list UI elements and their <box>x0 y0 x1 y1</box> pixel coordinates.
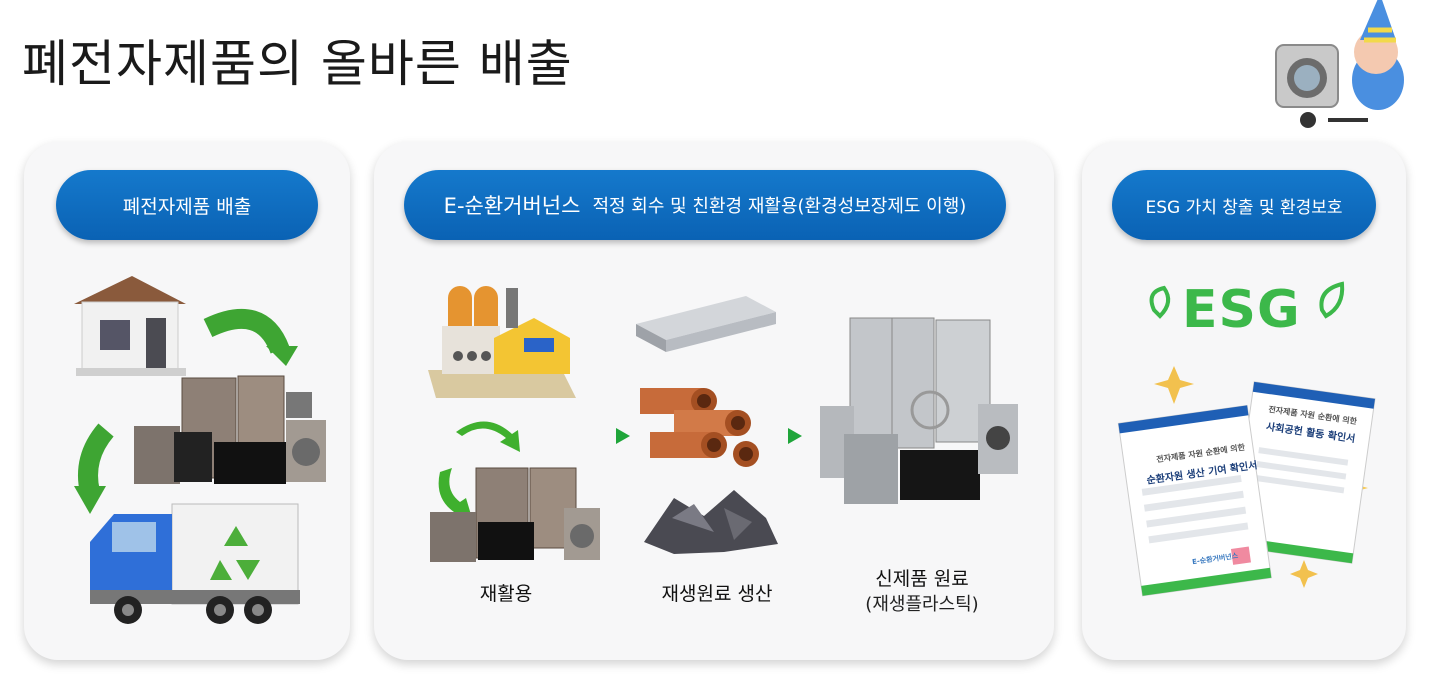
disposal-pill: 폐전자제품 배출 <box>56 170 318 240</box>
circulation-pill: E-순환거버넌스 적정 회수 및 친환경 재활용(환경성보장제도 이행) <box>404 170 1006 240</box>
disposal-panel: 폐전자제품 배출 <box>24 142 350 660</box>
page-title: 폐전자제품의 올바른 배출 <box>22 35 573 93</box>
esg-illustration <box>1117 281 1376 597</box>
house-icon <box>74 276 186 376</box>
disposal-pill-label: 폐전자제품 배출 <box>122 195 252 218</box>
circulation-pill-desc: 적정 회수 및 친환경 재활용(환경성보장제도 이행) <box>592 196 967 217</box>
recycle-icon <box>438 421 520 518</box>
step-arrow-icon <box>788 428 802 444</box>
curved-arrow-icon <box>74 423 114 514</box>
step-label-new: 신제품 원료 <box>875 568 969 590</box>
metal-sheet-icon <box>636 296 776 352</box>
esg-logo: ESG <box>1182 280 1301 340</box>
step-sublabel-new: (재생플라스틱) <box>865 594 979 615</box>
step-arrow-icon <box>616 428 630 444</box>
curved-arrow-icon <box>203 309 298 366</box>
copper-pipe-icon <box>640 388 759 467</box>
circulation-panel: E-순환거버넌스 적정 회수 및 친환경 재활용(환경성보장제도 이행) <box>374 142 1054 660</box>
new-appliances-icon <box>820 317 1018 504</box>
truck-icon <box>90 503 300 624</box>
circulation-pill-title: E-순환거버넌스 <box>443 194 581 218</box>
recycle-icon <box>210 526 260 580</box>
scrap-icon <box>644 490 778 554</box>
step-label-raw: 재생원료 생산 <box>661 583 773 605</box>
leaf-icon <box>1149 281 1345 319</box>
disposal-illustration <box>74 276 326 624</box>
circulation-illustration <box>428 286 1018 562</box>
mascot-icon <box>1275 0 1404 128</box>
appliances-icon <box>430 467 600 562</box>
esg-panel: ESG 가치 창출 및 환경보호 <box>1082 142 1406 660</box>
esg-pill-label: ESG 가치 창출 및 환경보호 <box>1145 197 1343 218</box>
step-label-recycle: 재활용 <box>479 583 533 605</box>
esg-pill: ESG 가치 창출 및 환경보호 <box>1112 170 1376 240</box>
certificate-icon <box>1117 381 1376 597</box>
appliances-icon <box>134 375 326 484</box>
factory-icon <box>428 286 576 398</box>
